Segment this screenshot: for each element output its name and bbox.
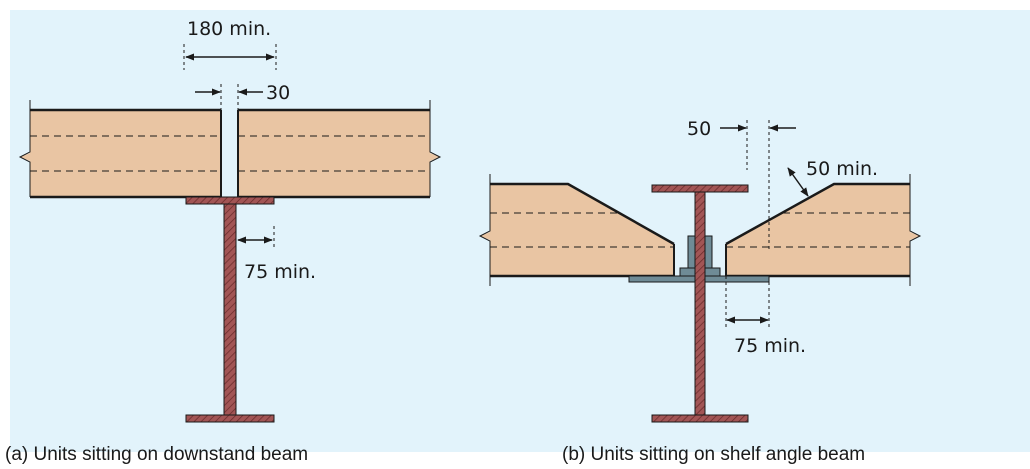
dimension-30-gap [195, 84, 263, 110]
dimension-75-min-b [725, 276, 770, 330]
hollowcore-unit-right-b [725, 174, 922, 286]
dimension-180-min [183, 44, 277, 70]
caption-b: (b) Units sitting on shelf angle beam [562, 444, 866, 465]
dimension-75-min-a [237, 226, 275, 250]
hollowcore-unit-left-b [478, 174, 675, 286]
label-50: 50 [687, 118, 711, 140]
caption-a: (a) Units sitting on downstand beam [5, 444, 309, 465]
label-50-min: 50 min. [806, 158, 878, 180]
diagram-a: 180 min. 30 75 min. [18, 18, 442, 423]
diagram-b: 50 50 min. 75 min. [478, 118, 922, 423]
label-30: 30 [266, 82, 290, 104]
label-75-min-a: 75 min. [244, 261, 316, 283]
dimension-50 [720, 120, 796, 250]
hollowcore-unit-left [18, 108, 222, 199]
steel-beam-b [651, 184, 749, 423]
hollowcore-unit-right [29, 100, 442, 199]
label-180-min: 180 min. [187, 18, 271, 40]
steel-beam-a [185, 196, 275, 423]
label-75-min-b: 75 min. [734, 335, 806, 357]
dimension-50-min-chamfer [787, 167, 809, 197]
